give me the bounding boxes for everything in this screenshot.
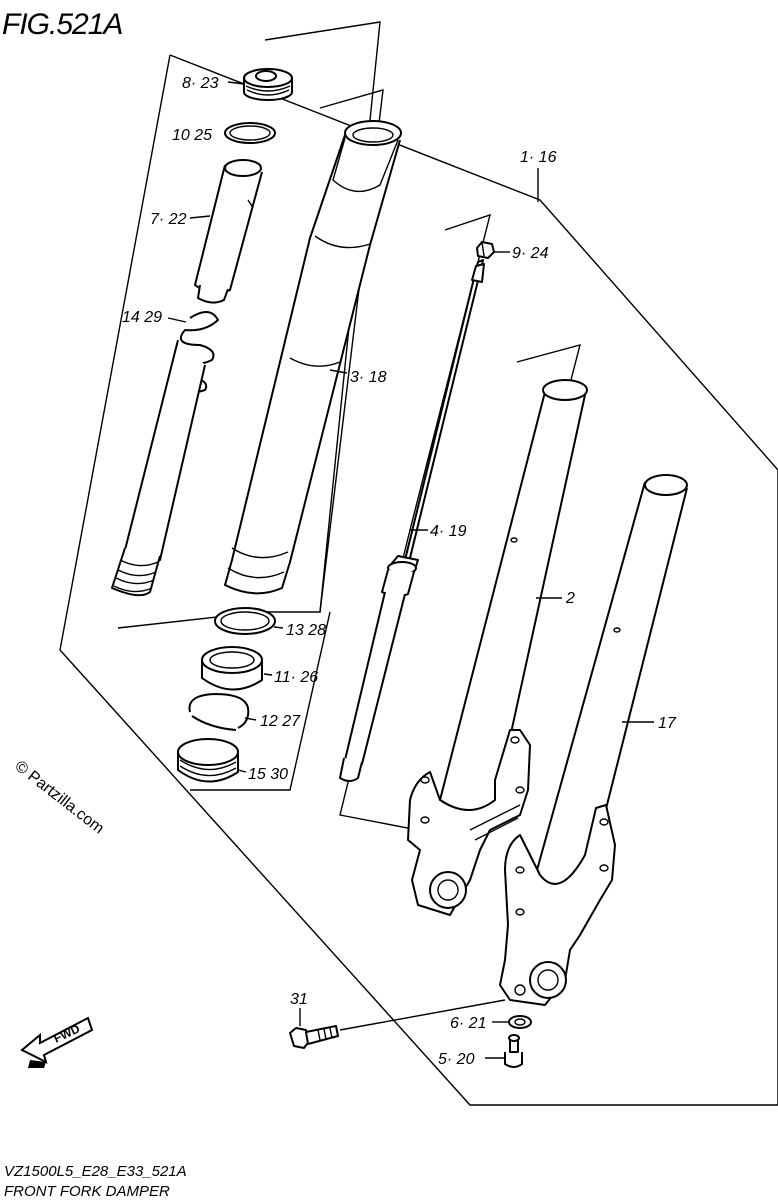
callout-17: 17 [658, 715, 677, 732]
callout-11-26: 11· 26 [274, 669, 318, 686]
callout-8-23: 8· 23 [182, 75, 219, 92]
cap-bolt-part [243, 68, 293, 101]
spacer-part [194, 159, 263, 304]
spring-part [124, 311, 219, 566]
callout-2: 2 [565, 590, 575, 607]
callout-5-20: 5· 20 [438, 1051, 475, 1068]
forward-arrow-icon: FWD [20, 1016, 94, 1068]
callout-9-24: 9· 24 [512, 245, 549, 262]
drain-bolt-part [504, 1034, 523, 1068]
dust-seal-part [177, 738, 239, 783]
figure-caption: FRONT FORK DAMPER [4, 1183, 170, 1200]
callout-4-19: 4· 19 [430, 523, 467, 540]
rebound-spring-part [111, 547, 161, 597]
seal-group-boundary [190, 611, 331, 791]
oil-seal-part [201, 646, 263, 691]
callout-15-30: 15 30 [248, 766, 288, 783]
watermark: © Partzilla.com [12, 758, 107, 838]
locknut-part [476, 241, 495, 259]
callout-10-25: 10 25 [172, 127, 212, 144]
circlip-part [188, 693, 250, 731]
callout-13-28: 13 28 [286, 622, 326, 639]
callout-12-27: 12 27 [260, 713, 301, 730]
model-code: VZ1500L5_E28_E33_521A [4, 1163, 187, 1180]
callout-3-18: 3· 18 [350, 369, 387, 386]
fork-slider-lower-part [407, 729, 531, 916]
inner-tube-lower-part [499, 804, 616, 1006]
outer-tube-part [224, 120, 402, 595]
figure-title: FIG.521A [2, 8, 122, 41]
damper-rod-part [339, 259, 485, 782]
drain-washer-part [508, 1015, 532, 1029]
callout-14-29: 14 29 [122, 309, 162, 326]
callout-7-22: 7· 22 [150, 211, 187, 228]
axle-bolt-part [289, 1025, 339, 1049]
callout-31: 31 [290, 991, 308, 1008]
callout-1-16: 1· 16 [520, 149, 557, 166]
callout-6-21: 6· 21 [450, 1015, 486, 1032]
outer-tube-boundary [319, 89, 384, 613]
assembly-boundary [59, 54, 778, 1106]
